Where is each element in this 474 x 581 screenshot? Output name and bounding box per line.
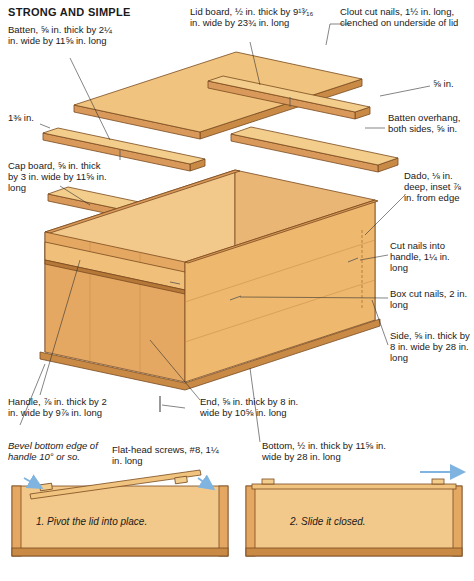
title: STRONG AND SIMPLE: [8, 6, 131, 18]
step-caption: 1. Pivot the lid into place.: [36, 516, 211, 528]
step-caption: 2. Slide it closed.: [290, 516, 440, 528]
callout-label: End, ⅝ in. thick by 8 in. wide by 10⅝ in…: [200, 396, 320, 418]
callout-label: Lid board, ½ in. thick by 9¹³⁄₁₆ in. wid…: [190, 6, 325, 28]
callout-label: Cap board, ⅝ in. thick by 3 in. wide by …: [8, 160, 108, 194]
callout-label: Bottom, ½ in. thick by 11⅝ in. wide by 2…: [262, 440, 402, 462]
callout-label: Side, ⅝ in. thick by 8 in. wide by 28 in…: [390, 330, 470, 364]
callout-label: Box cut nails, 2 in. long: [390, 288, 470, 310]
callout-label: Bevel bottom edge of handle 10° or so.: [8, 440, 108, 462]
callout-label: ⅝ in.: [433, 78, 471, 89]
callout-label: 1⅜ in.: [8, 112, 48, 123]
callout-label: Batten overhang, both sides, ⅝ in.: [388, 112, 470, 134]
callout-label: Dado, ⅛ in. deep, inset ⅞ in. from edge: [404, 170, 470, 204]
callout-label: Cut nails into handle, 1¼ in. long: [390, 240, 470, 274]
callout-label: Clout cut nails, 1½ in. long, clenched o…: [340, 6, 468, 28]
callout-label: Handle, ⅞ in. thick by 2 in. wide by 9⅞ …: [8, 396, 118, 418]
callout-label: Flat-head screws, #8, 1¼ in. long: [112, 444, 222, 466]
callout-label: Batten, ⅝ in. thick by 2¼ in. wide by 11…: [8, 24, 123, 46]
